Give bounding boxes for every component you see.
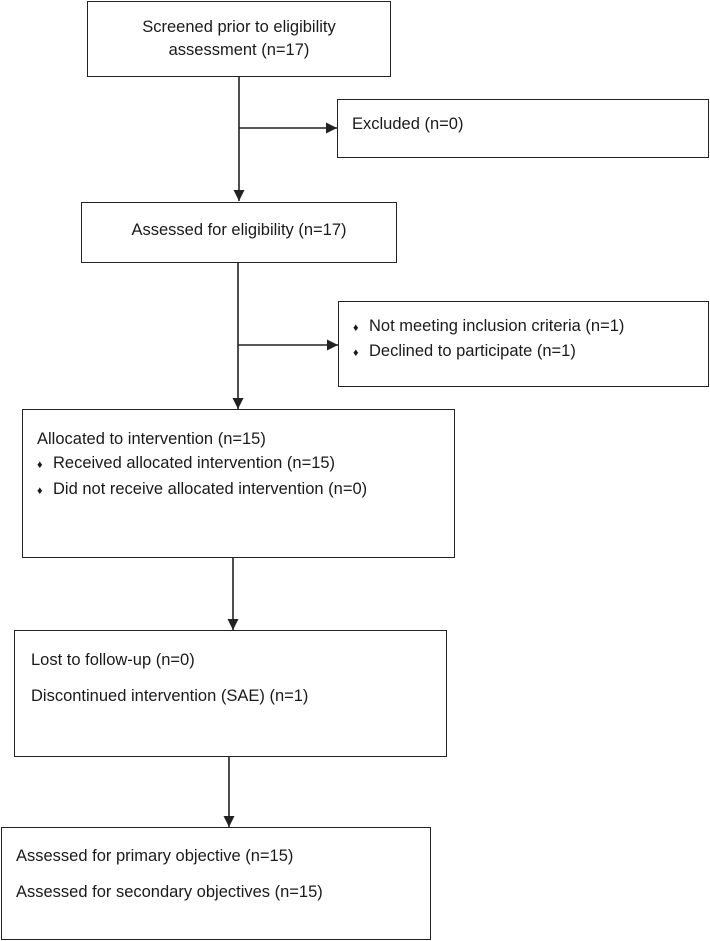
analysis-secondary: Assessed for secondary objectives (n=15) xyxy=(16,883,323,901)
not-eligible-text: Not meeting inclusion criteria (n=1) xyxy=(369,317,625,335)
screened-line-2: assessment (n=17) xyxy=(168,41,310,59)
not-eligible-box: ♦ Not meeting inclusion criteria (n=1) ♦… xyxy=(338,301,709,387)
screened-box: Screened prior to eligibility assessment… xyxy=(87,1,391,77)
assessed-label: Assessed for eligibility (n=17) xyxy=(131,221,347,239)
diamond-bullet-icon: ♦ xyxy=(37,485,43,497)
followup-lost: Lost to follow-up (n=0) xyxy=(31,651,195,669)
allocated-box: Allocated to intervention (n=15) ♦ Recei… xyxy=(22,409,455,558)
allocated-item: ♦ Received allocated intervention (n=15) xyxy=(37,452,454,477)
assessed-box: Assessed for eligibility (n=17) xyxy=(81,202,397,263)
allocated-item-text: Did not receive allocated intervention (… xyxy=(53,480,368,498)
diamond-bullet-icon: ♦ xyxy=(353,347,359,359)
excluded-label: Excluded (n=0) xyxy=(352,115,464,133)
allocated-title: Allocated to intervention (n=15) xyxy=(37,430,266,448)
analysis-primary: Assessed for primary objective (n=15) xyxy=(16,847,294,865)
not-eligible-item: ♦ Declined to participate (n=1) xyxy=(353,340,708,365)
screened-line-1: Screened prior to eligibility xyxy=(142,18,336,36)
diamond-bullet-icon: ♦ xyxy=(37,459,43,471)
analysis-box: Assessed for primary objective (n=15) As… xyxy=(1,827,431,940)
followup-discontinued: Discontinued intervention (SAE) (n=1) xyxy=(31,687,309,705)
followup-box: Lost to follow-up (n=0) Discontinued int… xyxy=(14,630,447,757)
not-eligible-text: Declined to participate (n=1) xyxy=(369,342,576,360)
allocated-item-text: Received allocated intervention (n=15) xyxy=(53,454,336,472)
allocated-item: ♦ Did not receive allocated intervention… xyxy=(37,478,454,503)
excluded-box: Excluded (n=0) xyxy=(337,99,709,158)
diamond-bullet-icon: ♦ xyxy=(353,322,359,334)
not-eligible-item: ♦ Not meeting inclusion criteria (n=1) xyxy=(353,315,708,340)
